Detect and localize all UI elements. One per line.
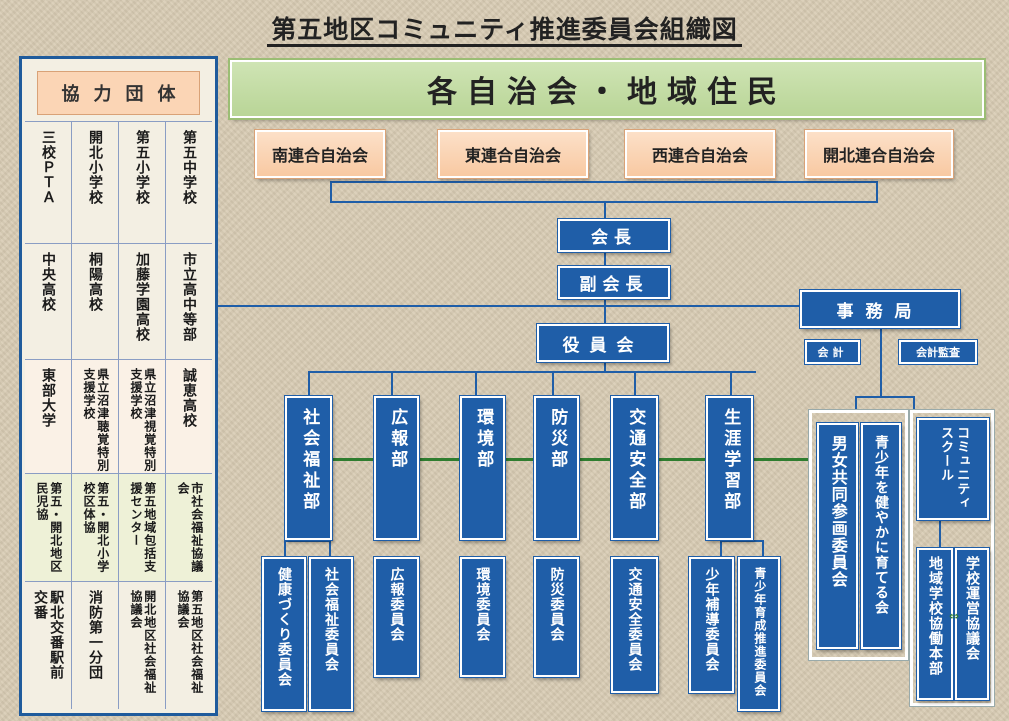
coop-row: 中央高校 桐陽高校 加藤学園高校 市立高中等部 (25, 243, 212, 359)
coop-cell: 第五地域包括支援センター (119, 474, 166, 581)
coop-cell: 桐陽高校 (72, 244, 119, 359)
gender-youth-frame (809, 410, 908, 660)
coop-cell: 市立高中等部 (181, 252, 198, 342)
vice-chair-box: 副会長 (558, 266, 670, 299)
youth-nurture-association: 青少年を健やかに育てる会 (861, 423, 901, 649)
coop-row: 駅北交番駅前交番 消防第一分団 開北地区社会福祉協議会 第五地区社会福祉協議会 (25, 581, 212, 709)
coop-cell: 開北地区社会福祉協議会 (119, 582, 166, 709)
treasurer-box: 会計 (805, 340, 860, 364)
dept-traffic: 交通安全部 (611, 396, 658, 540)
chair-box: 会長 (558, 219, 670, 252)
coop-cell: 中央高校 (25, 244, 72, 359)
coop-cell: 駅北交番駅前交番 (25, 582, 72, 709)
committee-juvenile-guidance: 少年補導委員会 (689, 557, 734, 693)
coop-cell: 三校ＰＴＡ (25, 122, 72, 243)
rengo-south: 南連合自治会 (255, 130, 385, 178)
dept-disaster: 防災部 (534, 396, 579, 540)
cooperation-header: 協力団体 (37, 71, 200, 115)
page-title: 第五地区コミュニティ推進委員会組織図 (0, 10, 1009, 47)
community-school-box: コミュニティスクール (917, 418, 989, 520)
coop-cell: 開北小学校 (72, 122, 119, 243)
coop-cell: 誠恵高校 (181, 368, 198, 428)
committee-pr: 広報委員会 (374, 557, 419, 677)
coop-cell: 第五地区社会福祉協議会 (176, 590, 204, 694)
link-arrow-icon: ⇔ (948, 609, 960, 623)
coop-row: 第五・開北地区民児協 第五・開北小学校区体協 第五地域包括支援センター 市社会福… (25, 473, 212, 581)
rengo-kaihoku: 開北連合自治会 (805, 130, 953, 178)
gender-equality-committee: 男女共同参画委員会 (817, 423, 858, 649)
secretariat-box: 事務局 (800, 290, 960, 328)
coop-cell: 第五小学校 (119, 122, 166, 243)
dept-social-welfare: 社会福祉部 (285, 396, 332, 540)
coop-cell: 県立沼津視覚特別支援学校 (119, 360, 166, 473)
residents-banner: 各自治会・地域住民 (230, 60, 984, 118)
coop-cell: 消防第一分団 (72, 582, 119, 709)
committee-disaster: 防災委員会 (534, 557, 579, 677)
coop-cell: 県立沼津聴覚特別支援学校 (72, 360, 119, 473)
committee-youth-promotion: 青少年育成推進委員会 (738, 557, 780, 711)
auditor-box: 会計監査 (899, 340, 977, 364)
board-box: 役員会 (537, 324, 669, 362)
dept-lifelong: 生涯学習部 (706, 396, 753, 540)
coop-cell: 第五中学校 (181, 130, 198, 205)
dept-pr: 広報部 (374, 396, 419, 540)
school-council: 学校運営協議会 (955, 548, 989, 700)
coop-cell: 加藤学園高校 (119, 244, 166, 359)
coop-cell: 第五・開北小学校区体協 (72, 474, 119, 581)
committee-environment: 環境委員会 (460, 557, 505, 677)
school-collab-hq: 地域学校協働本部 (917, 548, 953, 700)
coop-row: 三校ＰＴＡ 開北小学校 第五小学校 第五中学校 (25, 121, 212, 243)
coop-row: 東部大学 県立沼津聴覚特別支援学校 県立沼津視覚特別支援学校 誠恵高校 (25, 359, 212, 473)
coop-cell: 第五・開北地区民児協 (25, 474, 72, 581)
committee-social: 社会福祉委員会 (309, 557, 353, 711)
committee-traffic: 交通安全委員会 (611, 557, 658, 693)
community-school-frame (910, 410, 994, 706)
committee-health: 健康づくり委員会 (262, 557, 306, 711)
coop-cell: 東部大学 (25, 360, 72, 473)
coop-cell: 市社会福祉協議会 (176, 482, 204, 573)
dept-environment: 環境部 (460, 396, 505, 540)
rengo-west: 西連合自治会 (625, 130, 775, 178)
rengo-east: 東連合自治会 (438, 130, 588, 178)
